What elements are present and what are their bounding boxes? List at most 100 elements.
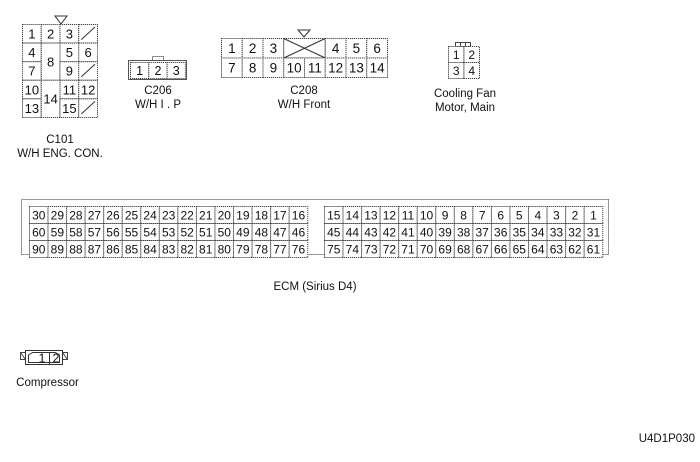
ecm-pin-25: 25 — [121, 206, 142, 224]
pin-number: 52 — [180, 225, 194, 239]
c101-blank-cavity — [78, 98, 98, 119]
ecm-pin-6: 6 — [490, 206, 511, 224]
c101-key-marker-icon — [54, 15, 68, 25]
ecm-pin-90: 90 — [29, 240, 49, 258]
c208-pin-1: 1 — [221, 38, 243, 59]
ecm-pin-48: 48 — [251, 223, 272, 241]
ecm-pin-83: 83 — [158, 240, 179, 258]
pin-number: 2 — [468, 48, 475, 62]
c208-pin-2: 2 — [241, 38, 264, 59]
c208-name-label: W/H Front — [277, 99, 331, 111]
pin-number: 28 — [69, 208, 83, 222]
ecm-pin-18: 18 — [251, 206, 272, 224]
pin-number: 11 — [308, 61, 322, 76]
pin-number: 6 — [497, 208, 504, 222]
pin-number: 55 — [125, 225, 139, 239]
c208-code-label: C208 — [290, 85, 318, 97]
pin-number: 24 — [143, 208, 157, 222]
c101-pin-13: 13 — [22, 98, 42, 119]
pin-number: 19 — [236, 208, 250, 222]
pin-number: 79 — [236, 242, 250, 256]
ecm-pin-27: 27 — [84, 206, 105, 224]
pin-number: 8 — [47, 54, 54, 69]
pin-number: 5 — [353, 41, 361, 56]
ecm-pin-24: 24 — [140, 206, 160, 224]
c101-name-label: W/H ENG. CON. — [17, 148, 103, 160]
pin-number: 2 — [249, 41, 257, 56]
pin-number: 50 — [218, 225, 232, 239]
ecm-pin-8: 8 — [453, 206, 474, 224]
pin-number: 3 — [270, 41, 278, 56]
pin-number: 2 — [53, 352, 60, 366]
c101-pin-2: 2 — [40, 24, 61, 44]
pin-number: 83 — [162, 242, 176, 256]
ecm-pin-51: 51 — [195, 223, 216, 241]
pin-number: 90 — [32, 242, 46, 256]
ecm-pin-61: 61 — [583, 240, 604, 258]
pin-number: 39 — [438, 225, 452, 239]
pin-number: 47 — [273, 225, 287, 239]
compressor-pin-1: 1 — [39, 352, 46, 366]
c101-blank-cavity — [78, 24, 98, 44]
ecm-pin-53: 53 — [158, 223, 179, 241]
pin-number: 10 — [25, 82, 39, 97]
c208-pin-10: 10 — [283, 57, 305, 78]
pin-number: 1 — [453, 48, 460, 62]
pin-number: 84 — [143, 242, 157, 256]
c208-pin-11: 11 — [304, 57, 326, 78]
ecm-pin-30: 30 — [29, 206, 49, 224]
ecm-pin-38: 38 — [453, 223, 474, 241]
c101-pin-6: 6 — [78, 42, 98, 63]
ecm-pin-67: 67 — [472, 240, 492, 258]
pin-number: 64 — [531, 242, 545, 256]
c208-pin-4: 4 — [324, 38, 347, 59]
pin-number: 15 — [327, 208, 341, 222]
pin-number: 82 — [180, 242, 194, 256]
ecm-pin-88: 88 — [66, 240, 86, 258]
pin-number: 13 — [349, 61, 364, 76]
pin-number: 18 — [255, 208, 269, 222]
ecm-pin-78: 78 — [251, 240, 272, 258]
ecm-pin-76: 76 — [288, 240, 309, 258]
pin-number: 6 — [85, 45, 92, 60]
compressor-pin-2: 2 — [49, 352, 60, 366]
pin-number: 81 — [199, 242, 213, 256]
ecm-pin-82: 82 — [177, 240, 197, 258]
pin-number: 76 — [292, 242, 306, 256]
pin-number: 49 — [236, 225, 250, 239]
pin-number: 36 — [494, 225, 508, 239]
pin-number: 34 — [531, 225, 545, 239]
pin-number: 9 — [442, 208, 449, 222]
c101-pin-8: 8 — [40, 42, 61, 81]
pin-number: 38 — [457, 225, 471, 239]
pin-number: 45 — [327, 225, 341, 239]
pin-number: 7 — [28, 64, 35, 79]
c206-code-label: C206 — [144, 85, 172, 97]
ecm-pin-49: 49 — [233, 223, 253, 241]
pin-number: 4 — [534, 208, 541, 222]
ecm-pin-74: 74 — [342, 240, 363, 258]
pin-number: 1 — [136, 64, 143, 78]
ecm-pin-81: 81 — [195, 240, 216, 258]
pin-number: 13 — [364, 208, 378, 222]
pin-number: 53 — [162, 225, 176, 239]
pin-number: 58 — [69, 225, 83, 239]
pin-number: 67 — [475, 242, 489, 256]
ecm-pin-2: 2 — [565, 206, 585, 224]
c208-pin-6: 6 — [366, 38, 388, 59]
ecm-pin-57: 57 — [84, 223, 105, 241]
ecm-pin-13: 13 — [361, 206, 381, 224]
pin-number: 62 — [568, 242, 582, 256]
fan-pin-3: 3 — [448, 62, 465, 79]
c208-pin-8: 8 — [241, 57, 264, 78]
pin-number: 12 — [81, 82, 95, 97]
c206-pin-3: 3 — [166, 62, 186, 79]
ecm-pin-1: 1 — [583, 206, 604, 224]
ecm-pin-59: 59 — [47, 223, 68, 241]
ecm-pin-73: 73 — [361, 240, 381, 258]
ecm-pin-75: 75 — [324, 240, 344, 258]
